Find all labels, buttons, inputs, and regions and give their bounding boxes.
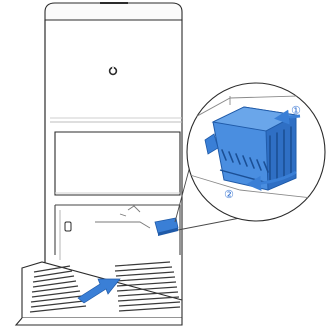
step-1-label: ① <box>291 104 301 117</box>
step-2-label: ② <box>224 188 234 201</box>
release-button <box>65 222 71 231</box>
station-body <box>45 3 182 300</box>
